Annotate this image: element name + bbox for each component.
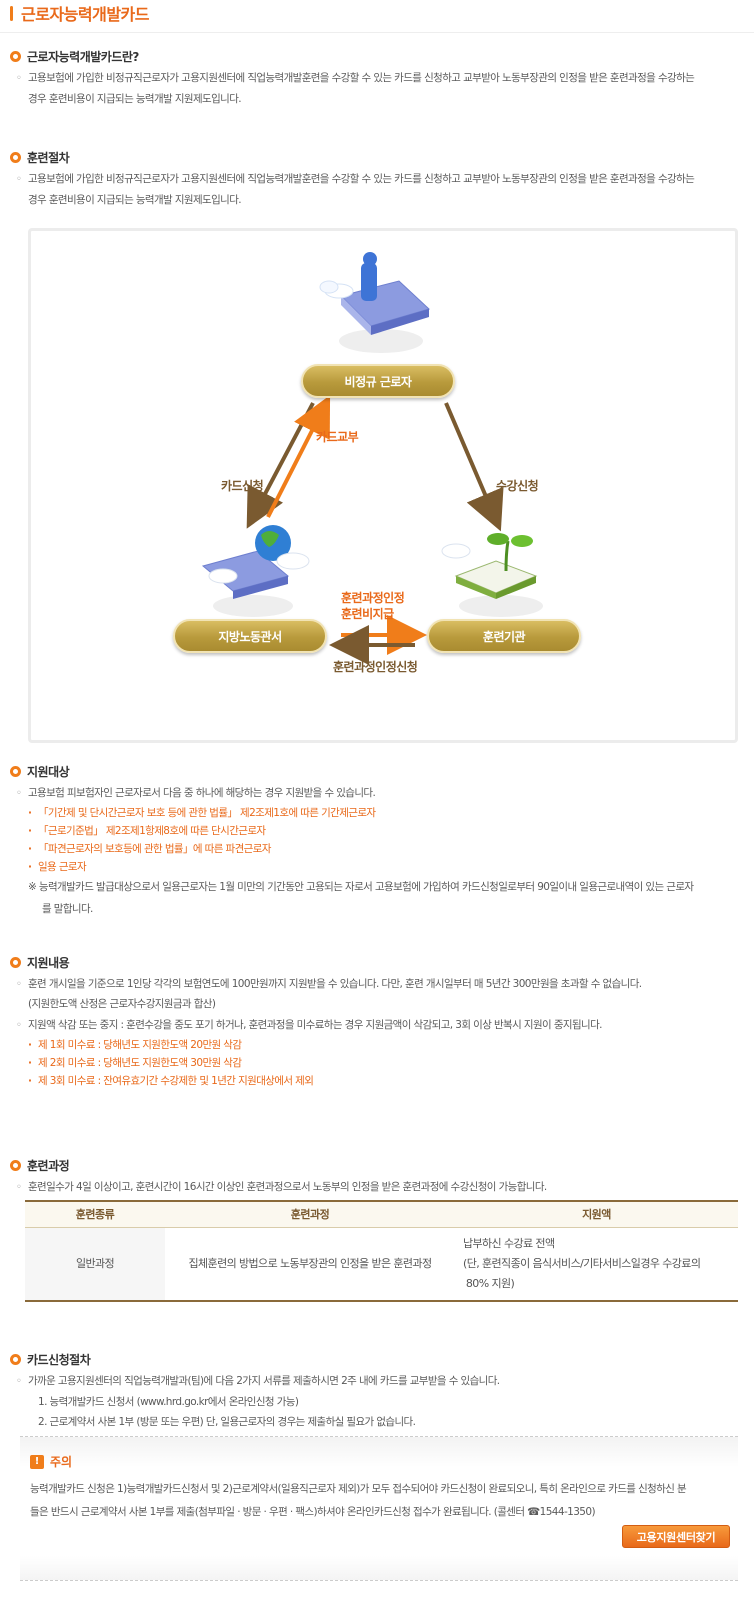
eligibility-note-cont: 를 말합니다. xyxy=(42,903,93,915)
caution-title: 주의 xyxy=(50,1455,73,1469)
table-cell-amount: 납부하신 수강료 전액 (단, 훈련직종이 음식서비스/기타서비스일경우 수강료… xyxy=(455,1227,738,1302)
circle-bullet-icon xyxy=(10,765,21,777)
find-employment-center-button[interactable]: 고용지원센터찾기 xyxy=(622,1525,730,1548)
section-heading: 근로자능력개발카드란? xyxy=(27,49,139,64)
title-divider xyxy=(0,32,754,33)
table-cell-type: 일반과정 xyxy=(25,1227,165,1302)
section-eligibility: 지원대상 고용보험 피보험자인 근로자로서 다음 중 하나에 해당하는 경우 지… xyxy=(10,763,740,920)
card-procedure-doc: 1. 능력개발카드 신청서 (www.hrd.go.kr에서 온라인신청 가능) xyxy=(38,1396,299,1408)
caution-bottom-shadow xyxy=(20,1556,738,1580)
eligibility-item: 일용 근로자 xyxy=(10,858,740,876)
section-procedure: 훈련절차 고용보험에 가입한 비정규직근로자가 고용지원센터에 직업능력개발훈련… xyxy=(10,149,740,211)
support-reduction-text: 지원액 삭감 또는 중지 : 훈련수강을 중도 포기 하거나, 훈련과정을 미수… xyxy=(10,1015,740,1036)
section-support: 지원내용 훈련 개시일을 기준으로 1인당 각각의 보험연도에 100만원까지 … xyxy=(10,954,740,1090)
eligibility-item: 「파견근로자의 보호등에 관한 법률」에 따른 파견근로자 xyxy=(10,840,740,858)
node-labor-office: 지방노동관서 xyxy=(173,619,327,653)
section-intro: 근로자능력개발카드란? 고용보험에 가입한 비정규직근로자가 고용지원센터에 직… xyxy=(10,48,740,110)
intro-text-cont: 경우 훈련비용이 지급되는 능력개발 지원제도입니다. xyxy=(28,93,242,105)
circle-bullet-icon xyxy=(10,1159,21,1171)
support-text-note: (지원한도액 산정은 근로자수강지원금과 합산) xyxy=(28,998,216,1010)
page-title: 근로자능력개발카드 xyxy=(10,2,149,24)
intro-text: 고용보험에 가입한 비정규직근로자가 고용지원센터에 직업능력개발훈련을 수강할… xyxy=(10,68,740,89)
table-header-row: 훈련종류 훈련과정 지원액 xyxy=(25,1200,738,1228)
course-table: 훈련종류 훈련과정 지원액 일반과정 집체훈련의 방법으로 노동부장관의 인정을… xyxy=(25,1200,738,1302)
table-row: 일반과정 집체훈련의 방법으로 노동부장관의 인정을 받은 훈련과정 납부하신 … xyxy=(25,1227,738,1302)
circle-bullet-icon xyxy=(10,151,21,163)
eligibility-note: ※ 능력개발카드 발급대상으로서 일용근로자는 1월 미만의 기간동안 고용되는… xyxy=(28,881,694,893)
section-card-procedure: 카드신청절차 가까운 고용지원센터의 직업능력개발과(팀)에 다음 2가지 서류… xyxy=(10,1351,740,1432)
card-procedure-text: 가까운 고용지원센터의 직업능력개발과(팀)에 다음 2가지 서류를 제출하시면… xyxy=(10,1371,740,1392)
amount-line: 납부하신 수강료 전액 xyxy=(463,1236,555,1250)
section-heading: 훈련절차 xyxy=(27,150,70,165)
label-card-apply: 카드신청 xyxy=(221,479,264,493)
circle-bullet-icon xyxy=(10,1353,21,1365)
office-globe-book-illustration xyxy=(201,525,310,617)
label-card-issue: 카드교부 xyxy=(316,430,359,444)
worker-book-illustration xyxy=(319,252,430,353)
section-heading: 지원대상 xyxy=(27,764,70,779)
label-approval-line1: 훈련과정인정 xyxy=(341,591,405,605)
procedure-text: 고용보험에 가입한 비정규직근로자가 고용지원센터에 직업능력개발훈련을 수강할… xyxy=(10,169,740,190)
caution-line: 들은 반드시 근로계약서 사본 1부를 제출(첨부파일 · 방문 · 우편 · … xyxy=(30,1506,596,1518)
support-item: 제 2회 미수료 : 당해년도 지원한도액 30만원 삭감 xyxy=(10,1054,740,1072)
section-course: 훈련과정 훈련일수가 4일 이상이고, 훈련시간이 16시간 이상인 훈련과정으… xyxy=(10,1157,740,1198)
page-title-text: 근로자능력개발카드 xyxy=(21,5,149,24)
section-heading: 훈련과정 xyxy=(27,1158,70,1173)
course-text: 훈련일수가 4일 이상이고, 훈련시간이 16시간 이상인 훈련과정으로서 노동… xyxy=(10,1177,740,1198)
table-cell-course: 집체훈련의 방법으로 노동부장관의 인정을 받은 훈련과정 xyxy=(165,1227,455,1302)
support-item: 제 3회 미수료 : 잔여유효기간 수강제한 및 1년간 지원대상에서 제외 xyxy=(10,1072,740,1090)
circle-bullet-icon xyxy=(10,50,21,62)
table-header: 훈련과정 xyxy=(165,1200,455,1228)
node-training-institution: 훈련기관 xyxy=(427,619,581,653)
card-procedure-doc: 2. 근로계약서 사본 1부 (방문 또는 우편) 단, 일용근로자의 경우는 … xyxy=(38,1416,416,1428)
table-header: 지원액 xyxy=(455,1200,738,1228)
caution-shadow xyxy=(20,1437,738,1467)
diagram-arrows xyxy=(246,395,504,665)
training-procedure-diagram: 비정규 근로자 지방노동관서 훈련기관 카드교부 카드신청 수강신청 훈련과정인… xyxy=(28,228,738,743)
node-worker: 비정규 근로자 xyxy=(301,364,455,398)
amount-line: 80% 지원) xyxy=(463,1276,515,1290)
caution-heading: ! 주의 xyxy=(30,1453,72,1470)
circle-bullet-icon xyxy=(10,956,21,968)
amount-line: (단, 훈련직종이 음식서비스/기타서비스일경우 수강료의 xyxy=(463,1256,701,1270)
label-approval-request: 훈련과정인정신청 xyxy=(333,660,418,674)
table-header: 훈련종류 xyxy=(25,1200,165,1228)
caution-top-divider xyxy=(20,1436,738,1437)
label-course-apply: 수강신청 xyxy=(496,479,539,493)
institution-book-plant-illustration xyxy=(441,533,543,617)
eligibility-item: 「근로기준법」 제2조제1항제8호에 따른 단시간근로자 xyxy=(10,822,740,840)
support-text: 훈련 개시일을 기준으로 1인당 각각의 보험연도에 100만원까지 지원받을 … xyxy=(10,974,740,995)
support-item: 제 1회 미수료 : 당해년도 지원한도액 20만원 삭감 xyxy=(10,1036,740,1054)
procedure-text-cont: 경우 훈련비용이 지급되는 능력개발 지원제도입니다. xyxy=(28,194,242,206)
eligibility-item: 「기간제 및 단시간근로자 보호 등에 관한 법률」 제2조제1호에 따른 기간… xyxy=(10,804,740,822)
title-bar-accent xyxy=(10,5,13,21)
caution-bottom-divider xyxy=(20,1580,738,1581)
caution-line: 능력개발카드 신청은 1)능력개발카드신청서 및 2)근로계약서(일용직근로자 … xyxy=(30,1483,687,1495)
section-heading: 지원내용 xyxy=(27,955,70,970)
eligibility-text: 고용보험 피보험자인 근로자로서 다음 중 하나에 해당하는 경우 지원받을 수… xyxy=(10,783,740,804)
section-heading: 카드신청절차 xyxy=(27,1352,91,1367)
caution-text: 능력개발카드 신청은 1)능력개발카드신청서 및 2)근로계약서(일용직근로자 … xyxy=(30,1478,736,1524)
label-approval-line2: 훈련비지급 xyxy=(341,607,394,621)
warning-icon: ! xyxy=(30,1454,44,1469)
